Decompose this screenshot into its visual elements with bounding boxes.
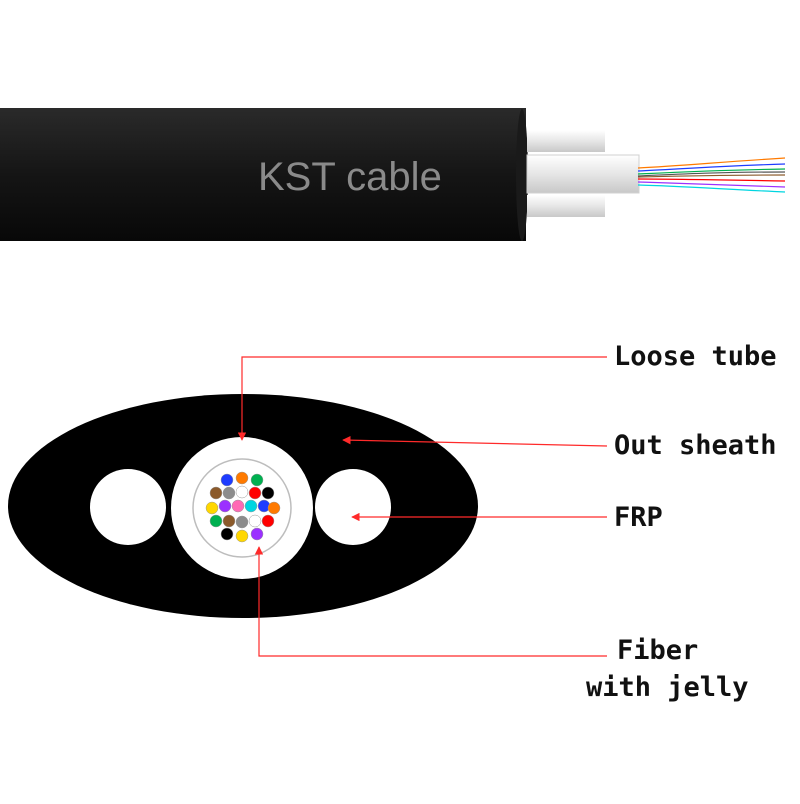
- label-loose-tube: Loose tube: [614, 341, 777, 372]
- label-with-jelly: with jelly: [586, 672, 749, 703]
- fiber-core: [218, 499, 232, 513]
- fiber-core: [235, 471, 249, 485]
- fiber-core: [220, 527, 234, 541]
- fiber-core: [261, 486, 275, 500]
- fiber-core: [250, 527, 264, 541]
- label-frp: FRP: [614, 502, 663, 533]
- fiber-core: [235, 485, 249, 499]
- fiber-core: [248, 514, 262, 528]
- strength-member-bottom: [527, 195, 605, 217]
- loose-tube-exposed: [526, 154, 640, 194]
- fiber-group: [205, 471, 281, 543]
- cable-end-face: [516, 109, 528, 241]
- fiber-core: [222, 486, 236, 500]
- fiber-bundle: [637, 157, 786, 193]
- fiber-core: [250, 473, 264, 487]
- fiber-core: [209, 514, 223, 528]
- fiber-core: [205, 501, 219, 515]
- frp-right: [315, 469, 391, 545]
- label-out-sheath: Out sheath: [614, 430, 777, 461]
- jelly-boundary: [192, 458, 292, 558]
- fiber-core: [267, 501, 281, 515]
- fiber-core: [235, 529, 249, 543]
- frp-left: [90, 469, 166, 545]
- cross-section: [8, 394, 478, 618]
- strength-member-top: [527, 130, 605, 152]
- fiber-core: [244, 499, 258, 513]
- leader-fiber: [254, 546, 607, 657]
- cable-printed-text: KST cable: [258, 155, 442, 199]
- cable-sheath: [0, 108, 526, 241]
- cable-illustration: [0, 108, 786, 241]
- leader-lines: [237, 356, 608, 657]
- label-fiber: Fiber: [617, 635, 699, 666]
- leader-out-sheath: [342, 435, 608, 447]
- fiber-core: [220, 473, 234, 487]
- fiber-core: [235, 515, 249, 529]
- fiber-core: [209, 486, 223, 500]
- fiber-core: [222, 514, 236, 528]
- leader-loose-tube: [237, 356, 607, 441]
- fiber-core: [261, 514, 275, 528]
- fiber-core: [248, 486, 262, 500]
- fiber-core: [231, 499, 245, 513]
